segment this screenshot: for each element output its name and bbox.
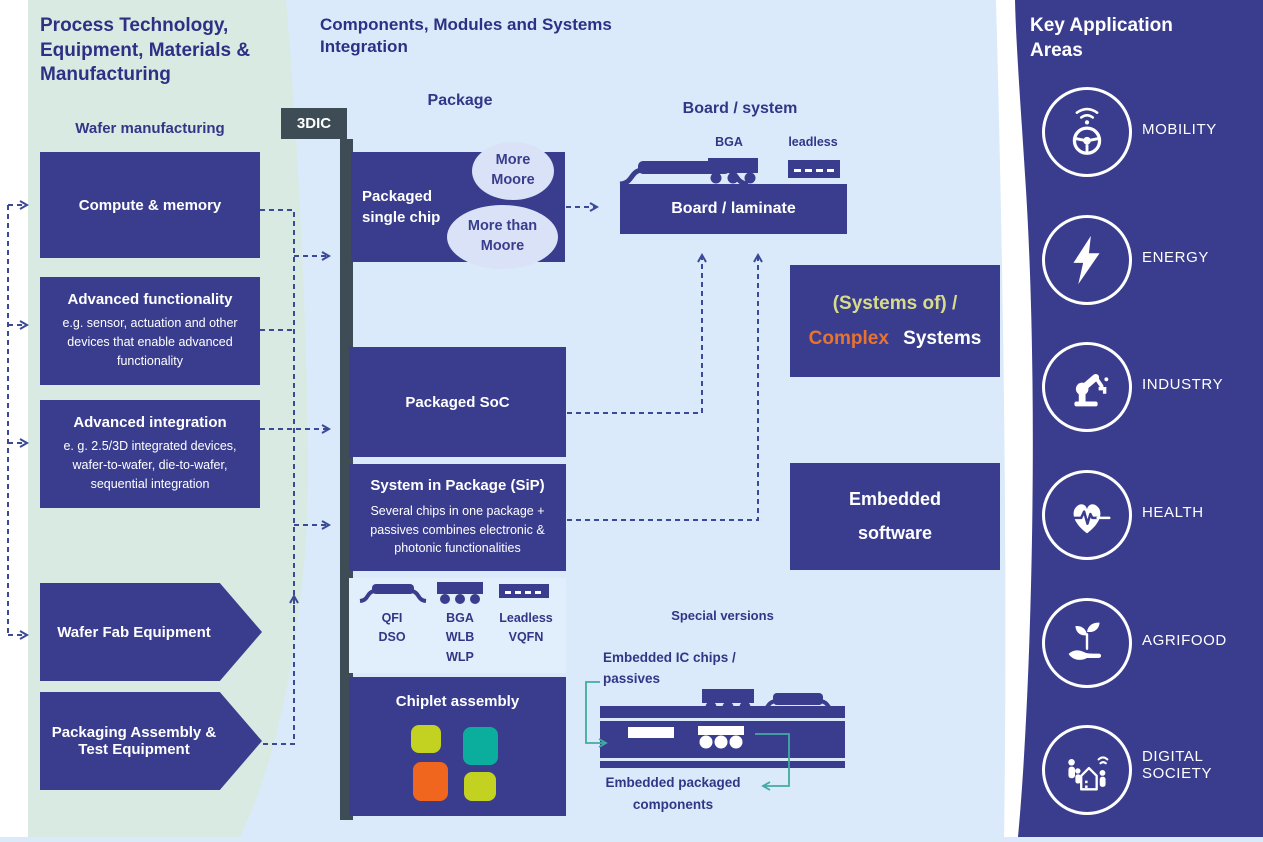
lightning-bolt-icon	[1073, 235, 1100, 285]
systems-of-line: (Systems of) /	[832, 292, 958, 314]
vqfn-label: VQFN	[508, 630, 544, 645]
health-ring	[1042, 470, 1132, 560]
packaged-soc-label: Packaged SoC	[405, 393, 510, 411]
chiplet-tile-orange	[413, 762, 448, 801]
right-panel-title: Key Application Areas	[1030, 15, 1173, 61]
left-panel-title: Process Technology, Equipment, Materials…	[40, 15, 251, 86]
middle-section-title: Components, Modules and Systems Integrat…	[320, 15, 612, 57]
package-type-leadless-vqfn: Leadless VQFN	[490, 609, 562, 648]
packaged-single-chip-label: Packaged single chip	[362, 188, 441, 226]
mobility-ring	[1042, 87, 1132, 177]
chiplet-tile-green-2	[464, 772, 496, 801]
packaging-assembly-label: Packaging Assembly & Test Equipment	[51, 724, 217, 758]
wlb-label: WLB	[445, 630, 475, 645]
dso-label: DSO	[378, 630, 406, 645]
digital-society-label: DIGITAL SOCIETY	[1142, 748, 1213, 782]
wlp-label: WLP	[446, 649, 474, 664]
advanced-integration-label: Advanced integration	[73, 414, 227, 432]
wafer-fab-equipment-label: Wafer Fab Equipment	[57, 623, 211, 641]
complex-systems-line: Complex Systems	[809, 321, 982, 356]
agrifood-label: AGRIFOOD	[1142, 632, 1227, 649]
energy-label: ENERGY	[1142, 249, 1209, 266]
chiplet-tile-green-1	[411, 725, 441, 753]
chiplet-tile-teal	[463, 727, 498, 765]
sip-subtitle: Several chips in one package + passives …	[370, 503, 545, 556]
industry-ring	[1042, 342, 1132, 432]
advanced-functionality-sub: e.g. sensor, actuation and other devices…	[62, 316, 238, 368]
systems-word: Systems	[903, 328, 982, 349]
qfi-label: QFI	[381, 611, 403, 625]
systems-of-complex-systems-box: (Systems of) / Complex Systems	[790, 265, 1000, 377]
connected-steering-wheel-icon	[1072, 107, 1102, 155]
chiplet-assembly-box: Chiplet assembly	[349, 677, 566, 816]
leadless-label: Leadless	[499, 611, 553, 625]
embedded-software-box: Embedded software	[790, 463, 1000, 570]
bottom-strip	[0, 837, 1263, 842]
embedded-ic-chips-label: Embedded IC chips / passives	[603, 650, 736, 686]
digital-society-ring	[1042, 725, 1132, 815]
chiplet-assembly-label: Chiplet assembly	[395, 693, 520, 710]
bga-label: BGA	[446, 611, 474, 625]
embedded-packaged-components-label: Embedded packaged components	[605, 775, 741, 812]
board-laminate-box: Board / laminate	[620, 184, 847, 234]
compute-memory-label: Compute & memory	[78, 196, 222, 214]
bga-board-label: BGA	[715, 135, 743, 149]
packaged-soc-box: Packaged SoC	[349, 347, 566, 457]
robot-arm-icon	[1074, 373, 1109, 407]
mobility-label: MOBILITY	[1142, 121, 1217, 138]
connected-society-icon	[1068, 756, 1109, 791]
embedded-software-label: Embedded software	[848, 489, 941, 543]
special-versions-label: Special versions	[671, 608, 774, 623]
package-type-qfi-dso: QFI DSO	[360, 609, 424, 648]
more-than-moore-ellipse: More than Moore	[447, 205, 558, 269]
advanced-functionality-label: Advanced functionality	[67, 291, 233, 309]
hand-sprout-icon	[1068, 622, 1102, 660]
health-label: HEALTH	[1142, 504, 1204, 521]
industry-label: INDUSTRY	[1142, 376, 1224, 393]
board-system-label: Board / system	[682, 100, 798, 117]
package-label: Package	[427, 92, 493, 109]
compute-memory-box: Compute & memory	[40, 152, 260, 258]
advanced-functionality-box: Advanced functionality e.g. sensor, actu…	[40, 277, 260, 385]
package-type-bga-wlb-wlp: BGA WLB WLP	[430, 609, 490, 667]
advanced-integration-box: Advanced integration e. g. 2.5/3D integr…	[40, 400, 260, 508]
leadless-board-label: leadless	[788, 135, 838, 149]
complex-word: Complex	[808, 328, 889, 349]
advanced-integration-sub: e. g. 2.5/3D integrated devices, wafer-t…	[63, 439, 237, 491]
wafer-manufacturing-label: Wafer manufacturing	[75, 120, 225, 137]
agrifood-ring	[1042, 598, 1132, 688]
heart-pulse-icon	[1073, 504, 1111, 534]
more-moore-ellipse: More Moore	[472, 142, 554, 200]
wafer-fab-equipment-chevron: Wafer Fab Equipment	[40, 583, 262, 681]
system-in-package-box: System in Package (SiP) Several chips in…	[349, 464, 566, 571]
sip-title: System in Package (SiP)	[370, 476, 545, 494]
3dic-tag: 3DIC	[281, 108, 347, 139]
board-laminate-label: Board / laminate	[671, 200, 796, 217]
packaging-assembly-chevron: Packaging Assembly & Test Equipment	[40, 692, 262, 790]
energy-ring	[1042, 215, 1132, 305]
